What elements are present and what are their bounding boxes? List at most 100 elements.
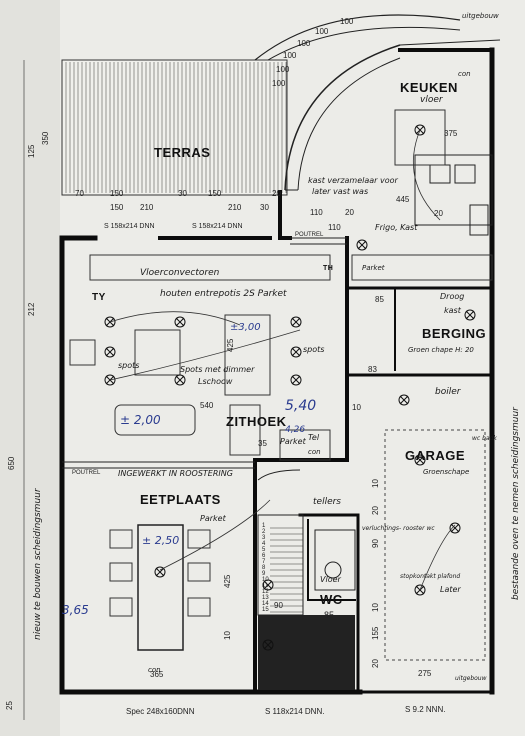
staircase — [257, 469, 355, 690]
blue-note-pm1: ± 2,00 — [120, 413, 161, 427]
kitchen-counters — [351, 109, 493, 281]
light-fixture-symbol — [174, 374, 186, 386]
room-label-keuken: KEUKEN — [400, 80, 458, 95]
dining-table — [109, 524, 211, 651]
svg-text:20: 20 — [345, 208, 354, 217]
stair-step-number: 3 — [262, 535, 266, 541]
note-stopkontakt: stopkontakt plafond — [400, 573, 460, 580]
note-uitgebouw-top: uitgebouw — [462, 12, 499, 20]
note-con-keuken: con — [458, 70, 471, 78]
dimension-left-col: 125 350 212 650 — [7, 131, 50, 470]
note-groen-chape-berging: Groen chape H: 20 — [408, 346, 474, 354]
note-parket-top: Parket — [362, 264, 385, 272]
stair-step-number: 4 — [262, 541, 266, 547]
svg-text:100: 100 — [340, 17, 354, 26]
svg-text:90: 90 — [371, 539, 380, 548]
note-vloer-keuken: vloer — [420, 95, 444, 105]
light-fixture-symbol — [449, 522, 461, 534]
note-spots-right: spots — [303, 345, 324, 354]
light-fixture-symbol — [154, 566, 166, 578]
stair-step-number: 6 — [262, 553, 266, 559]
note-right-side: bestaande oven te nemen scheidingsmuur — [511, 406, 521, 600]
note-frigo: Frigo, Kast — [375, 223, 418, 232]
svg-text:20: 20 — [371, 506, 380, 515]
blue-note-small: 4,26 — [285, 425, 305, 435]
light-fixture-symbol — [290, 346, 302, 358]
note-vloer-wc: Vloer — [320, 575, 342, 584]
svg-text:155: 155 — [371, 626, 380, 640]
svg-text:210: 210 — [228, 203, 242, 212]
svg-text:650: 650 — [7, 456, 16, 470]
note-wc-badk: wc badk — [472, 435, 497, 442]
svg-text:110: 110 — [310, 208, 323, 217]
svg-text:30: 30 — [260, 203, 269, 212]
note-later: Later — [440, 585, 461, 594]
svg-text:70: 70 — [75, 189, 84, 198]
svg-text:425: 425 — [226, 338, 235, 352]
svg-text:100: 100 — [283, 51, 297, 60]
svg-text:90: 90 — [274, 601, 283, 610]
stair-step-number: 14 — [262, 601, 269, 607]
svg-text:85: 85 — [375, 295, 384, 304]
note-parket-eet: Parket — [200, 514, 227, 523]
svg-text:365: 365 — [150, 670, 164, 679]
stair-step-number: 2 — [262, 529, 266, 535]
dimension-side: 25 90 10 — [5, 601, 283, 710]
note-bottom-right: S 9.2 NNN. — [405, 705, 445, 714]
svg-text:83: 83 — [368, 365, 377, 374]
room-label-wc: WC — [320, 592, 343, 607]
stair-step-number: 7 — [262, 559, 266, 565]
paper-margin — [0, 0, 60, 736]
svg-text:150: 150 — [110, 203, 124, 212]
note-boiler: boiler — [435, 387, 462, 397]
note-poutrel-left: POUTREL — [72, 470, 101, 476]
stair-step-number: 8 — [262, 565, 266, 571]
svg-text:35: 35 — [258, 439, 267, 448]
svg-text:100: 100 — [276, 65, 290, 74]
room-label-terras: TERRAS — [154, 145, 210, 160]
note-tel: Tel — [308, 433, 320, 442]
room-label-eetplaats: EETPLAATS — [140, 492, 221, 507]
svg-text:85: 85 — [324, 610, 334, 620]
note-vloerconvectoren: Vloerconvectoren — [140, 268, 220, 278]
light-fixture-symbol — [464, 309, 476, 321]
blue-note-dining-width: 3,65 — [62, 603, 89, 617]
stair-step-number: 13 — [262, 595, 269, 601]
room-label-berging: BERGING — [422, 326, 486, 341]
svg-text:100: 100 — [297, 39, 311, 48]
note-con-zit: con — [308, 448, 321, 456]
light-fixture-symbol — [356, 239, 368, 251]
svg-text:10: 10 — [223, 631, 232, 640]
note-tellers: tellers — [313, 497, 341, 507]
stair-step-number: 10 — [262, 577, 269, 583]
svg-text:210: 210 — [140, 203, 154, 212]
note-spots-dimmer: Spots met dimmer — [180, 365, 255, 374]
svg-text:350: 350 — [41, 131, 50, 145]
light-fixture-symbol — [290, 374, 302, 386]
note-groenschape-garage: Groenschape — [423, 468, 469, 476]
svg-text:540: 540 — [200, 401, 214, 410]
note-window-2: S 158x214 DNN — [192, 223, 243, 230]
garage-outline — [314, 429, 486, 661]
svg-text:100: 100 — [315, 27, 329, 36]
svg-text:125: 125 — [27, 144, 36, 158]
light-fixture-symbol — [104, 346, 116, 358]
blue-note-pm2: ± 2,50 — [142, 534, 179, 547]
svg-text:425: 425 — [223, 574, 232, 588]
note-th: TH — [323, 265, 333, 272]
blue-note-tv: ±3,00 — [230, 322, 261, 333]
note-parket-zit: Parket — [280, 437, 307, 446]
dimension-eet: 425 365 10 20 90 10 155 20 275 85 83 — [150, 365, 432, 679]
svg-text:110: 110 — [328, 223, 341, 232]
note-kast-line2: later vast was — [312, 187, 368, 196]
note-bottom-left: Spec 248x160DNN — [126, 707, 195, 716]
stair-step-number: 12 — [262, 589, 269, 595]
svg-text:20: 20 — [272, 189, 281, 198]
light-fixture-symbol — [262, 639, 274, 651]
note-ty: TY — [92, 292, 106, 303]
note-kast-line1: kast verzamelaar voor — [308, 176, 399, 185]
dimension-zithoek: 425 540 10 35 — [200, 338, 361, 448]
dimension-keuken: 375 445 110 20 85 — [328, 129, 458, 304]
dimension-top-arc: 100 100 100 100 100 100 — [272, 17, 354, 88]
